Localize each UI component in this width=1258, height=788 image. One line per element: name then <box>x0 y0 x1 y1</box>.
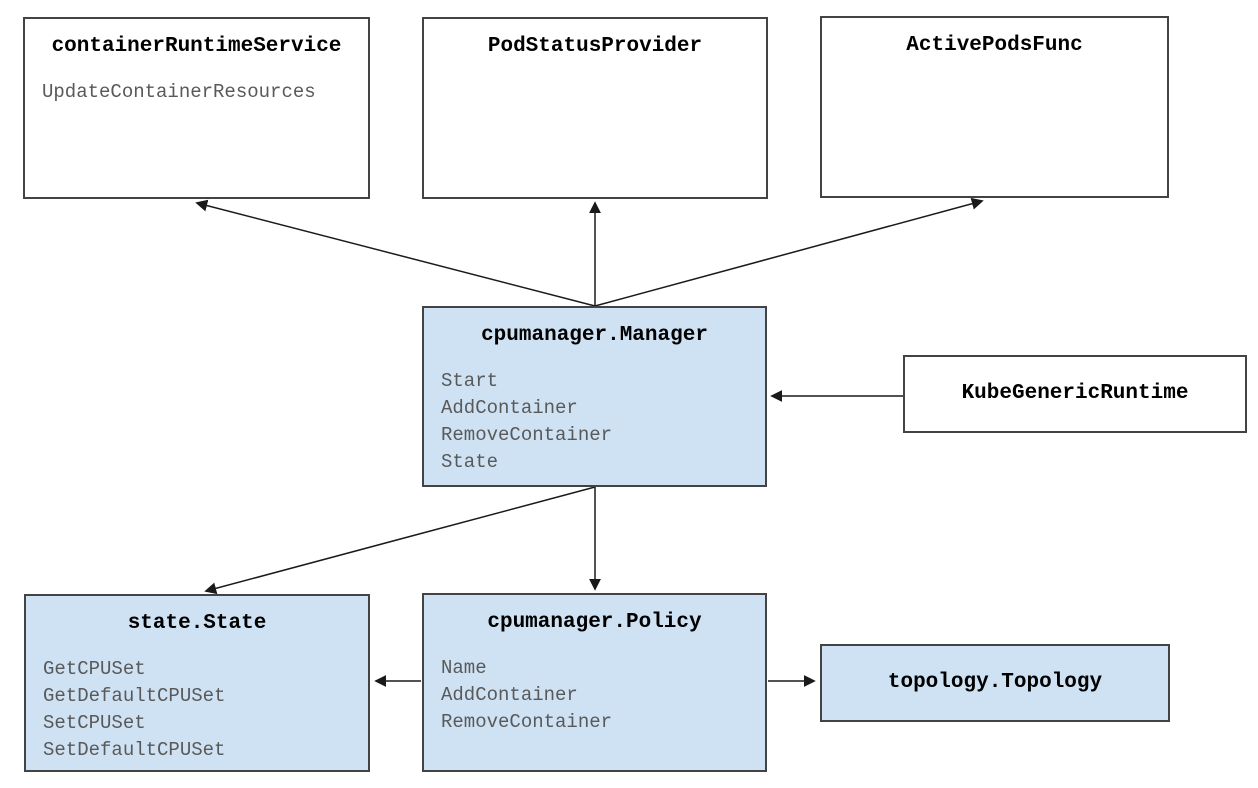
box-title: state.State <box>127 612 267 635</box>
box-methods: GetCPUSet GetDefaultCPUSet SetCPUSet Set… <box>26 656 368 764</box>
box-title: KubeGenericRuntime <box>961 382 1189 405</box>
box-title: PodStatusProvider <box>487 35 703 58</box>
arrow-manager-to-state-state <box>204 486 596 595</box>
method: SetDefaultCPUSet <box>43 739 226 761</box>
box-topology-topology: topology.Topology <box>820 644 1170 722</box>
box-state-state: state.State GetCPUSet GetDefaultCPUSet S… <box>24 594 370 772</box>
box-title: ActivePodsFunc <box>906 34 1083 57</box>
arrow-manager-to-active-pods-func <box>594 197 984 307</box>
box-title: cpumanager.Policy <box>487 611 702 634</box>
method: Name <box>441 657 487 679</box>
method: Start <box>441 370 499 392</box>
arrow-manager-to-container-runtime-service <box>195 199 596 307</box>
method: State <box>441 451 499 473</box>
method: RemoveContainer <box>441 424 613 446</box>
box-kube-generic-runtime: KubeGenericRuntime <box>903 355 1247 433</box>
method: AddContainer <box>441 397 578 419</box>
method: RemoveContainer <box>441 711 613 733</box>
box-methods: Start AddContainer RemoveContainer State <box>424 368 765 476</box>
box-active-pods-func: ActivePodsFunc <box>820 16 1169 198</box>
method: UpdateContainerResources <box>42 81 316 103</box>
box-title: cpumanager.Manager <box>481 324 708 347</box>
method: SetCPUSet <box>43 712 146 734</box>
box-cpumanager-manager: cpumanager.Manager Start AddContainer Re… <box>422 306 767 487</box>
box-pod-status-provider: PodStatusProvider <box>422 17 768 199</box>
box-container-runtime-service: containerRuntimeService UpdateContainerR… <box>23 17 370 199</box>
method: AddContainer <box>441 684 578 706</box>
method: GetCPUSet <box>43 658 146 680</box>
method: GetDefaultCPUSet <box>43 685 226 707</box>
box-title: topology.Topology <box>887 671 1103 694</box>
box-title: containerRuntimeService <box>51 35 342 58</box>
box-methods: Name AddContainer RemoveContainer <box>424 655 765 736</box>
box-methods: UpdateContainerResources <box>25 79 368 106</box>
box-cpumanager-policy: cpumanager.Policy Name AddContainer Remo… <box>422 593 767 772</box>
